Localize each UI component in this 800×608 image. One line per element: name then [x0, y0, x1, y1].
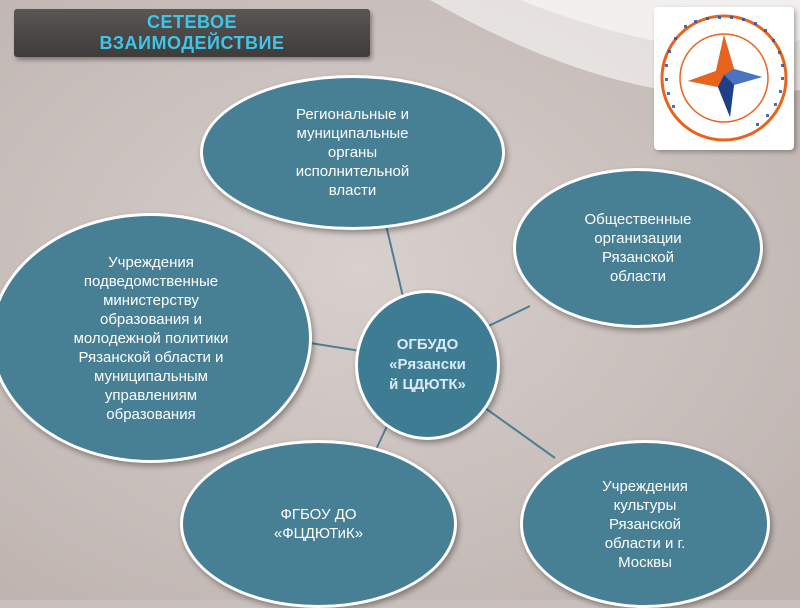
node-public-organizations: Общественные организации Рязанской облас…	[513, 168, 763, 328]
node-fgbou: ФГБОУ ДО «ФЦДЮТиК»	[180, 440, 457, 608]
title-line-1: СЕТЕВОЕ	[146, 12, 238, 32]
node-center-ogbudo: ОГБУДО «Рязански й ЦДЮТК»	[355, 290, 500, 440]
title-line-2: ВЗАИМОДЕЙСТВИЕ	[99, 33, 285, 53]
page-title: СЕТЕВОЕ ВЗАИМОДЕЙСТВИЕ	[14, 9, 370, 57]
node-regional-authorities: Региональные и муниципальные органы испо…	[200, 75, 505, 230]
organization-logo	[660, 14, 788, 142]
logo-card	[654, 7, 794, 150]
node-culture-institutions: Учреждения культуры Рязанской области и …	[520, 440, 770, 608]
node-subordinate-institutions: Учреждения подведомственные министерству…	[0, 213, 312, 463]
